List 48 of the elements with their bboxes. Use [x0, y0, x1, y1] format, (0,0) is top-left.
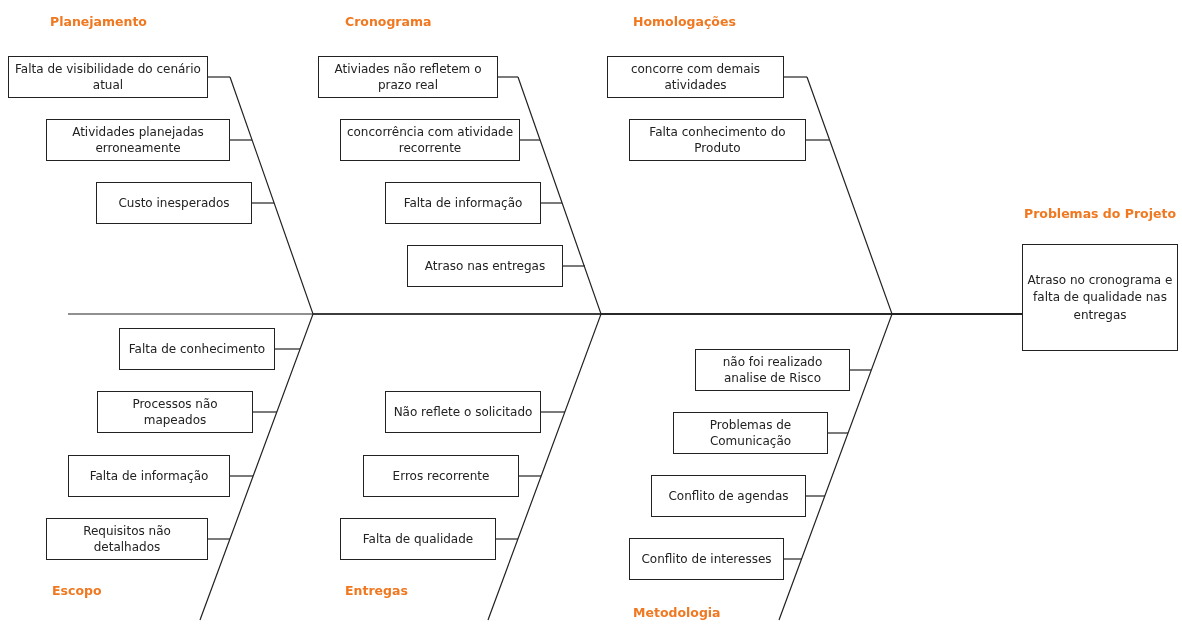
leader-line [495, 538, 519, 540]
cause-box: Erros recorrente [363, 455, 519, 497]
leader-line [562, 265, 586, 267]
leader-line [805, 139, 830, 141]
leader-line [207, 76, 231, 78]
leader-line [519, 139, 541, 141]
category-heading: Cronograma [345, 14, 432, 29]
leader-line [274, 348, 301, 350]
category-heading: Escopo [52, 583, 102, 598]
cause-box: Ativiades não refletem o prazo real [318, 56, 498, 98]
leader-line [251, 202, 275, 204]
cause-box: Falta de informação [385, 182, 541, 224]
leader-line [207, 538, 231, 540]
category-heading: Planejamento [50, 14, 147, 29]
cause-box: Custo inesperados [96, 182, 252, 224]
cause-box: Atraso nas entregas [407, 245, 563, 287]
cause-box: Falta conhecimento do Produto [629, 119, 806, 161]
leader-line [783, 558, 803, 560]
cause-box: Conflito de interesses [629, 538, 784, 580]
cause-box: Requisitos não detalhados [46, 518, 208, 560]
cause-box: Falta de informação [68, 455, 230, 497]
leader-line [849, 369, 872, 371]
effect-box: Atraso no cronograma e falta de qualidade nas entregas [1022, 244, 1178, 352]
cause-box: Falta de visibilidade do cenário atual [8, 56, 208, 98]
category-heading: Homologações [633, 14, 736, 29]
cause-box: concorre com demais atividades [607, 56, 784, 98]
cause-box: Conflito de agendas [651, 475, 806, 517]
cause-box: Falta de qualidade [340, 518, 496, 560]
cause-box: não foi realizado analise de Risco [695, 349, 850, 391]
leader-line [229, 139, 253, 141]
cause-box: concorrência com atividade recorrente [340, 119, 520, 161]
cause-box: Não reflete o solicitado [385, 391, 541, 433]
category-heading: Metodologia [633, 605, 721, 620]
leader-line [497, 76, 519, 78]
leader-line [805, 495, 826, 497]
leader-line [252, 411, 278, 413]
leader-line [783, 76, 808, 78]
leader-line [540, 411, 566, 413]
leader-line [229, 475, 254, 477]
leader-line [827, 432, 849, 434]
category-heading: Entregas [345, 583, 408, 598]
heading: Problemas do Projeto [1024, 205, 1176, 223]
leader-line [518, 475, 542, 477]
leader-line [540, 202, 563, 204]
cause-box: Processos não mapeados [97, 391, 253, 433]
cause-box: Atividades planejadas erroneamente [46, 119, 230, 161]
cause-box: Falta de conhecimento [119, 328, 275, 370]
cause-box: Problemas de Comunicação [673, 412, 828, 454]
